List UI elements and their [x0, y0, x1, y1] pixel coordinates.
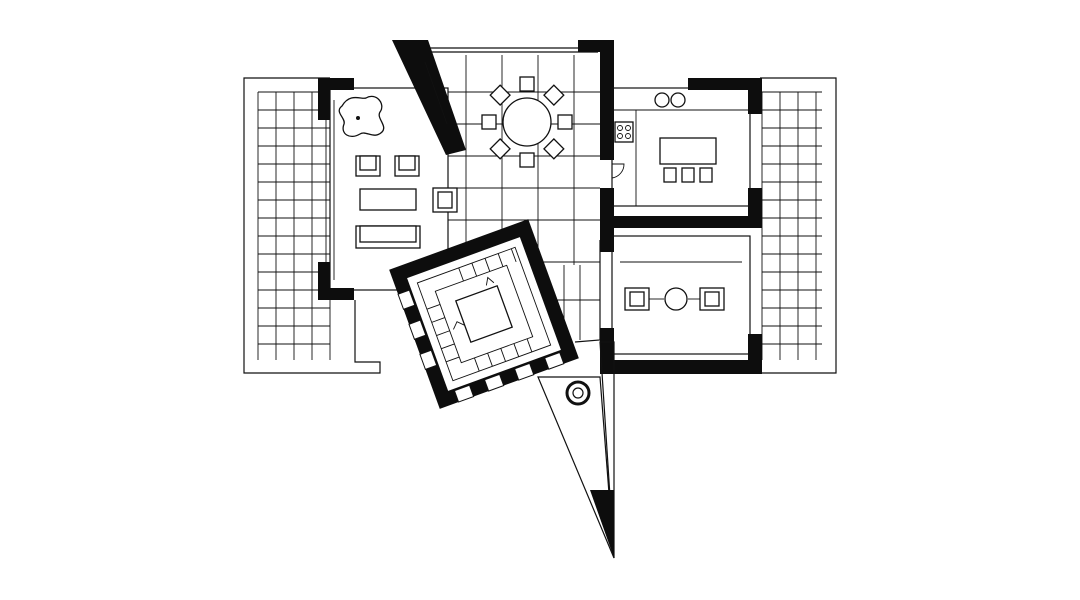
- stair-tread: [441, 343, 455, 350]
- stair-direction-arrow-icon: [453, 321, 465, 330]
- window-opening: [544, 351, 565, 370]
- coffee-table-icon: [359, 188, 417, 211]
- dining-chair-icon: [519, 76, 535, 92]
- plant-stem-dot: [356, 116, 360, 120]
- window-opening: [397, 289, 416, 310]
- rotated-stair-tower: [389, 219, 579, 409]
- stair-tread: [474, 357, 480, 372]
- angled-wall: [392, 40, 466, 155]
- stair-tread: [458, 267, 464, 282]
- armchair-icon: [355, 155, 381, 177]
- bar-stool-icon: [663, 167, 677, 183]
- wall-segment: [600, 40, 614, 160]
- dining-chair-icon: [543, 84, 565, 106]
- stair-tread: [445, 356, 460, 363]
- round-dining-table-icon: [502, 97, 552, 147]
- dining-chair-icon: [489, 138, 511, 160]
- living-area: [318, 78, 458, 300]
- study: [600, 235, 762, 374]
- window-opening: [513, 362, 535, 381]
- stair-tread: [484, 258, 491, 272]
- left-terrace-paving-grid: [257, 91, 331, 360]
- stair-tread: [471, 262, 478, 277]
- armchair-icon: [432, 187, 458, 213]
- right-terrace: [758, 77, 837, 374]
- wall-segment: [600, 360, 762, 374]
- window-opening: [483, 373, 505, 392]
- window-opening: [408, 319, 427, 340]
- stair-tread: [487, 352, 493, 367]
- wall-segment: [612, 216, 752, 228]
- stair-tread: [510, 248, 517, 263]
- stair-tread: [426, 304, 441, 310]
- armchair-icon: [624, 287, 650, 311]
- stair-tread: [436, 330, 450, 336]
- bar-stool-icon: [699, 167, 713, 183]
- dining-area: [392, 40, 614, 168]
- wall-segment: [748, 78, 762, 114]
- wall-segment: [688, 78, 762, 90]
- dining-chair-icon: [519, 152, 535, 168]
- dining-chair-icon: [543, 138, 565, 160]
- wall-segment: [748, 188, 762, 228]
- bar-stool-icon: [681, 167, 695, 183]
- window-opening: [453, 384, 475, 403]
- stair-tread: [526, 338, 533, 353]
- wedge-wall: [590, 490, 614, 558]
- window-opening: [419, 349, 438, 371]
- stair-direction-arrow-icon: [485, 276, 495, 286]
- sink-icon: [654, 92, 670, 108]
- sofa-icon: [355, 225, 421, 249]
- kitchen-island-icon: [659, 137, 717, 165]
- stair-tread: [513, 343, 520, 357]
- right-terrace-paving-grid: [761, 91, 822, 360]
- round-side-table-icon: [664, 287, 688, 311]
- stair-tread: [500, 348, 506, 362]
- dining-chairs: [481, 76, 573, 168]
- wall-segment: [600, 188, 614, 252]
- door-swing: [611, 163, 625, 179]
- stair-well-icon: [454, 284, 514, 344]
- stair-tread: [497, 253, 504, 267]
- armchair-icon: [394, 155, 420, 177]
- stair-tread: [431, 317, 446, 323]
- wall-segment: [318, 78, 330, 120]
- kitchen: [600, 78, 762, 252]
- wall-segment: [748, 334, 762, 374]
- dining-chair-icon: [489, 84, 511, 106]
- stair-treads: [426, 248, 533, 372]
- triangular-entry-wedge: [537, 341, 615, 559]
- sink-icon: [670, 92, 686, 108]
- dining-chair-icon: [481, 114, 497, 130]
- stair-tower-openings: [397, 289, 565, 403]
- wall-segment: [318, 288, 354, 300]
- cooktop-icon: [614, 121, 634, 143]
- dining-chair-icon: [557, 114, 573, 130]
- armchair-icon: [699, 287, 725, 311]
- plant-icon: [338, 95, 385, 138]
